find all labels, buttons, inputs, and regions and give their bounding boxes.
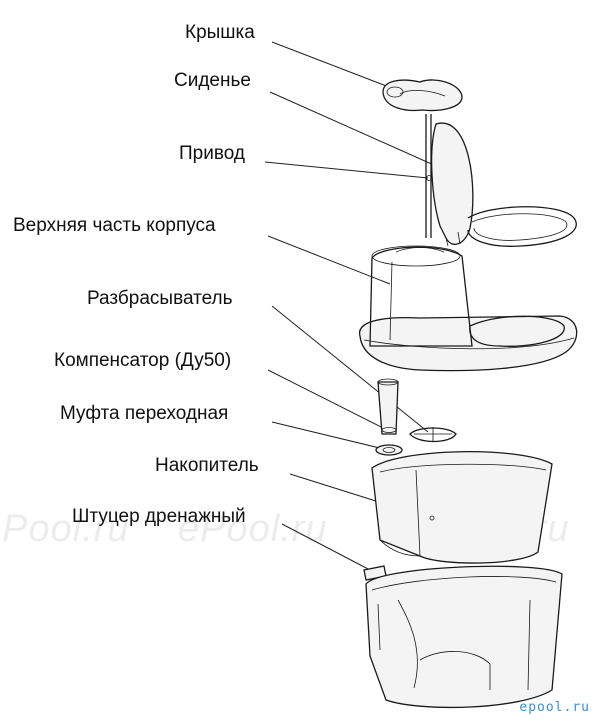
leader-drain — [281, 523, 371, 571]
leader-coupling — [271, 421, 389, 451]
watermark-left: ePool.ru — [0, 508, 130, 550]
label-drive: Привод — [179, 143, 245, 164]
part-spreader — [409, 427, 457, 443]
part-upper-body — [359, 245, 578, 372]
leader-upper-body — [267, 235, 391, 285]
label-coupling: Муфта переходная — [60, 403, 229, 424]
part-seat — [430, 122, 577, 247]
part-tank — [371, 451, 553, 564]
leader-compensator — [267, 369, 396, 435]
part-base — [365, 565, 563, 709]
label-lid: Крышка — [185, 22, 255, 43]
leader-seat — [269, 91, 446, 171]
part-drive — [425, 114, 432, 238]
label-upper-body: Верхняя часть корпуса — [13, 215, 216, 236]
leader-spreader — [271, 305, 429, 433]
part-lid — [382, 79, 463, 112]
leader-lines — [264, 41, 446, 571]
label-spreader: Разбрасыватель — [87, 288, 233, 309]
part-compensator — [377, 378, 399, 435]
label-seat: Сиденье — [174, 70, 251, 91]
label-tank: Накопитель — [155, 455, 259, 476]
leader-drive — [264, 161, 429, 179]
watermark-center: ePool.ru — [178, 508, 328, 550]
leader-lid — [271, 41, 403, 93]
site-logo: epool.ru — [519, 700, 590, 715]
label-drain-fitting: Штуцер дренажный — [72, 506, 246, 527]
part-coupling — [375, 444, 403, 456]
label-compensator: Компенсатор (Ду50) — [54, 350, 232, 371]
